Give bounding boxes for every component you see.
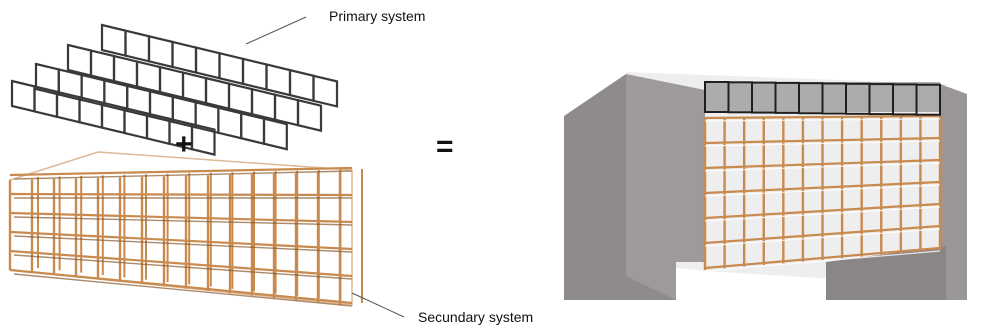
primary-frame — [265, 63, 292, 97]
secondary-frame-rail — [13, 273, 353, 307]
primary-frame — [171, 40, 198, 74]
left-wall-side — [626, 74, 705, 300]
primary-frame — [273, 93, 300, 127]
primary-frame — [312, 74, 339, 108]
primary-frame — [10, 79, 36, 113]
primary-frame — [158, 65, 185, 99]
primary-frame — [296, 98, 323, 133]
primary-frame — [112, 54, 139, 88]
primary-frame — [250, 87, 277, 122]
secondary-frame-rail — [9, 249, 353, 278]
building-frame-rail — [704, 136, 941, 145]
secondary-frame-rail — [9, 192, 353, 197]
building-floor-slab — [704, 140, 941, 147]
building-frame-rail — [704, 114, 941, 120]
right-wall-side — [940, 84, 967, 300]
equals-symbol: = — [436, 130, 454, 163]
primary-frame — [124, 29, 151, 63]
secondary-frame-rail — [13, 216, 353, 226]
primary-frame — [240, 111, 266, 146]
building-frame-rail — [704, 202, 941, 220]
primary-frame — [217, 106, 243, 140]
secondary-system-label: Secundary system — [418, 309, 534, 325]
building-floor-slab — [704, 228, 941, 247]
building-floor-slab — [704, 250, 941, 272]
secondary-frame-rail — [9, 211, 353, 224]
building-frame-rail — [704, 224, 941, 245]
left-wall-front — [564, 74, 676, 300]
primary-frame — [227, 82, 254, 116]
primary-system-label: Primary system — [329, 8, 426, 24]
primary-frame — [181, 71, 208, 105]
primary-frame — [135, 60, 162, 94]
building-frame-rail — [704, 158, 941, 170]
primary-frame — [241, 57, 268, 91]
primary-frame — [288, 68, 315, 103]
combined-building-illustration — [564, 72, 967, 300]
building-primary-frame — [915, 83, 941, 116]
secondary-system-illustration — [8, 151, 363, 307]
building-floor-slab — [704, 206, 941, 222]
primary-frame — [262, 117, 288, 151]
secondary-frame-rail — [13, 254, 353, 280]
building-primary-frames — [704, 81, 941, 116]
primary-frame — [218, 51, 245, 86]
primary-system-illustration — [10, 23, 339, 156]
building-frame-rail — [704, 180, 941, 195]
building-floor-slab — [704, 162, 941, 172]
right-wall-front — [826, 246, 946, 300]
primary-frame — [66, 43, 93, 77]
primary-leader-line — [245, 16, 307, 45]
building-floor-slab — [704, 184, 941, 197]
secondary-frame-outline — [9, 151, 353, 306]
building-floor-slab — [704, 118, 941, 122]
secondary-leader-line — [351, 292, 405, 318]
primary-frame — [204, 76, 231, 111]
primary-frame — [190, 122, 216, 156]
primary-frame — [89, 49, 116, 83]
secondary-frame-rail — [13, 170, 353, 180]
plus-symbol: + — [175, 128, 193, 161]
building-secondary-frames — [703, 114, 942, 272]
secondary-frame-rail — [13, 235, 353, 253]
primary-frame — [194, 46, 221, 80]
primary-frame — [147, 34, 174, 69]
secondary-frame-rail — [9, 230, 353, 251]
secondary-frame-rail — [9, 166, 353, 177]
primary-frame — [100, 23, 127, 58]
building-frame-rail — [704, 246, 941, 270]
